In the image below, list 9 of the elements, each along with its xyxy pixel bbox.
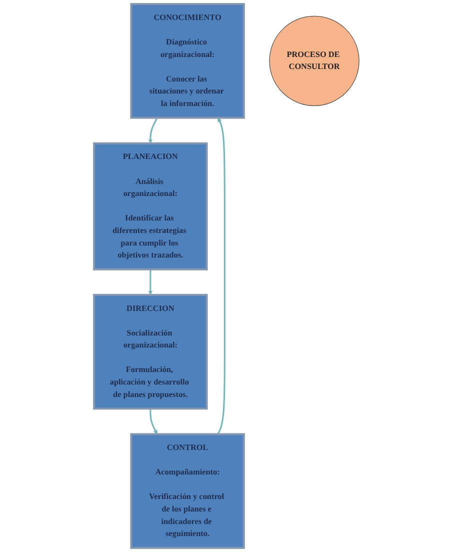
node-circle: PROCESO DE CONSULTOR	[269, 16, 360, 106]
arrow	[148, 269, 153, 296]
node-box: PLANEACION Análisis organizacional: Identificar las diferentes estrategias para cumplir los objetivos trazados.	[92, 142, 208, 270]
arrow	[148, 117, 158, 144]
node-box: CONOCIMIENTO Diagnóstico organizacional: Conocer las situaciones y ordenar la información.	[130, 3, 245, 119]
node-box: CONTROL Acompañamiento: Verificación y control de los planes e indicadores de seguimiento.	[130, 433, 245, 549]
arrow	[217, 118, 226, 435]
arrow	[150, 408, 158, 434]
node-box: DIRECCION Socialización organizacional: Formulación, aplicación y desarrollo de planes propuestos.	[92, 294, 208, 410]
